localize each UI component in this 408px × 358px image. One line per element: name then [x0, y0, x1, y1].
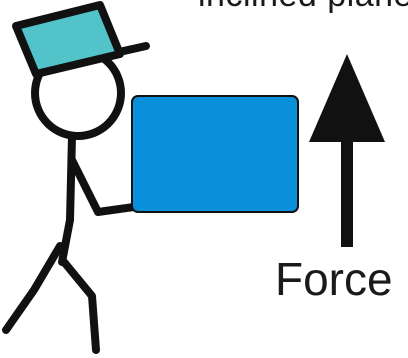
diagram-title: inclined plane [198, 0, 408, 12]
back-leg-line [6, 246, 60, 330]
arm-line [72, 160, 134, 212]
front-leg-line [64, 262, 96, 350]
arrow-shaft [341, 125, 353, 247]
stick-figure-icon [6, 50, 134, 350]
cap-icon [16, 5, 146, 74]
hat-brim [119, 46, 146, 52]
up-arrow-icon [309, 54, 385, 247]
torso-line [62, 136, 72, 262]
arrow-head [309, 54, 385, 142]
box-icon [132, 96, 298, 212]
force-label: Force [275, 254, 393, 304]
